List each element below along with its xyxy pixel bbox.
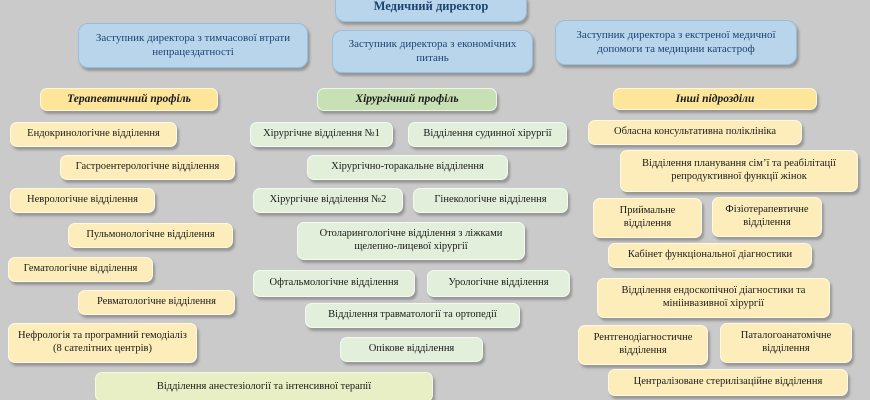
surgical-dept-box: Офтальмологічне відділення [253,270,415,297]
other-dept-box: Рентгенодіагностичне відділення [578,325,708,365]
surgical-dept-box: Отоларингологічне відділення з ліжками щ… [297,222,525,260]
anesthesiology-dept-box: Відділення анестезіології та інтенсивної… [95,372,433,400]
therapeutic-dept-box: Ендокринологічне відділення [10,122,177,147]
surgical-dept-box: Хірургічне відділення №1 [250,122,393,147]
therapeutic-dept-box: Неврологічне відділення [10,188,155,213]
therapeutic-dept-box: Пульмонологічне відділення [68,223,233,248]
therapeutic-dept-box: Гастроентерологічне відділення [60,155,235,180]
surgical-dept-box: Гінекологічне відділення [413,188,568,213]
other-dept-box: Приймальне відділення [593,198,702,238]
other-dept-box: Обласна консультативна поліклініка [588,120,802,145]
deputy-emergency-box: Заступник директора з екстреної медичної… [555,20,797,65]
surgical-dept-box: Відділення судинної хірургії [408,122,567,147]
deputy-disability-box: Заступник директора з тимчасової втрати … [78,23,308,68]
surgical-dept-box: Хірургічне відділення №2 [253,188,403,213]
other-dept-box: Фізіотерапевтичне відділення [712,197,822,237]
director-box: Медичний директор [335,0,527,22]
therapeutic-dept-box: Гематологічне відділення [8,257,153,282]
section-header-surgical: Хірургічний профіль [317,88,497,111]
other-dept-box: Відділення планування сім’ї та реабіліта… [620,150,858,192]
therapeutic-dept-box: Нефрологія та програмний гемодіаліз (8 с… [8,323,197,363]
other-dept-box: Централізоване стерилізаційне відділення [608,369,848,396]
surgical-dept-box: Опікове відділення [340,337,483,362]
surgical-dept-box: Відділення травматології та ортопедії [305,303,520,328]
section-header-therapeutic: Терапевтичний профіль [40,88,218,111]
other-dept-box: Паталогоанатомічне відділення [720,323,852,363]
deputy-economics-box: Заступник директора з економічних питань [332,30,533,73]
surgical-dept-box: Хірургічно-торакальне відділення [307,155,508,180]
surgical-dept-box: Урологічне відділення [427,270,570,297]
other-dept-box: Кабінет функціональної діагностики [608,243,812,268]
other-dept-box: Відділення ендоскопічної діагностики та … [597,278,830,318]
section-header-other: Інші підрозділи [613,88,817,110]
therapeutic-dept-box: Ревматологічне відділення [78,290,235,315]
